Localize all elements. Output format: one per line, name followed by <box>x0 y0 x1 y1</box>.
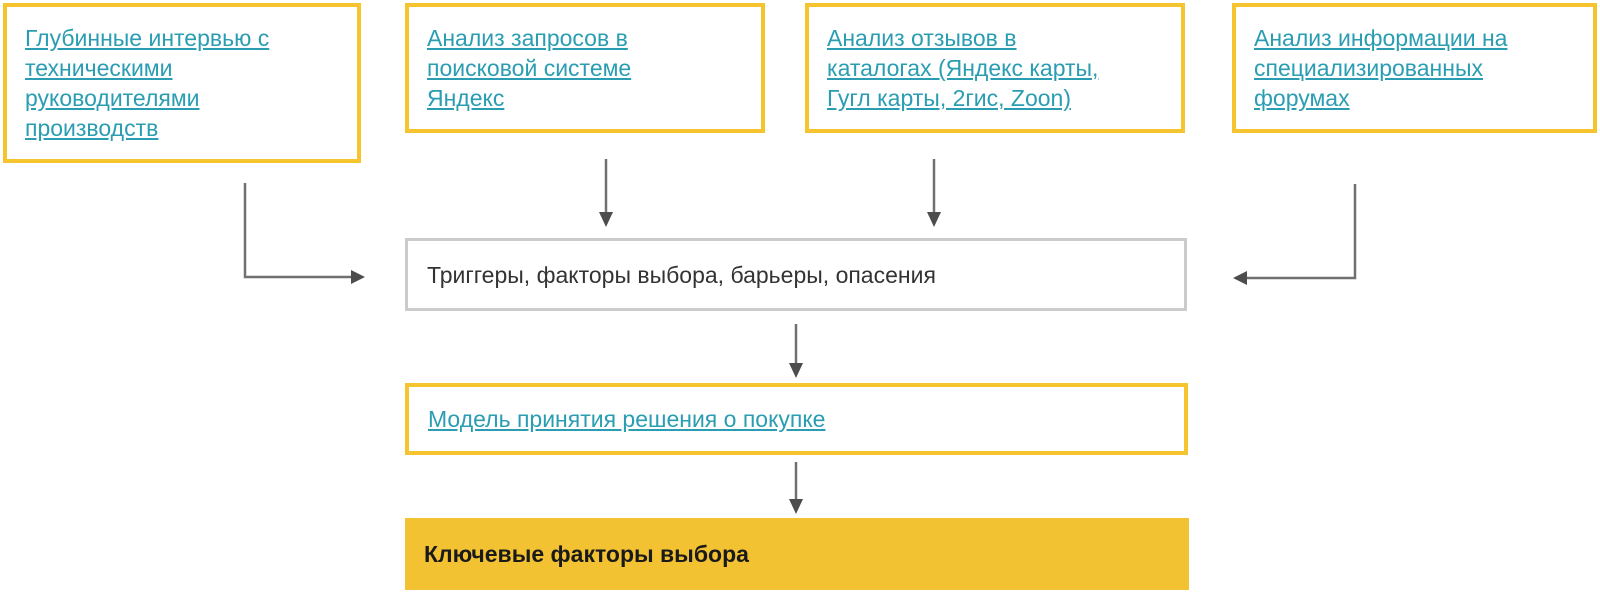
triggers-box: Триггеры, факторы выбора, барьеры, опасе… <box>405 238 1187 311</box>
source-box-catalog-reviews: Анализ отзывов в каталогах (Яндекс карты… <box>805 3 1185 133</box>
triggers-box-label: Триггеры, факторы выбора, барьеры, опасе… <box>427 261 936 288</box>
result-box-label: Ключевые факторы выбора <box>424 540 749 567</box>
model-link[interactable]: Модель принятия решения о покупке <box>428 406 826 432</box>
arrow-catalog-reviews-to-triggers <box>927 159 941 227</box>
arrow-model-to-result <box>789 462 803 514</box>
search-queries-link[interactable]: Анализ запросов в поисковой системе Янде… <box>427 25 632 111</box>
arrow-interviews-to-triggers <box>243 183 365 284</box>
result-box: Ключевые факторы выбора <box>405 518 1189 590</box>
arrow-triggers-to-model <box>789 324 803 378</box>
interviews-link[interactable]: Глубинные интервью с техническими руково… <box>25 25 270 141</box>
source-box-interviews: Глубинные интервью с техническими руково… <box>3 3 361 163</box>
arrow-search-queries-to-triggers <box>599 159 613 227</box>
source-box-forums: Анализ информации на специализированных … <box>1232 3 1597 133</box>
catalog-reviews-link[interactable]: Анализ отзывов в каталогах (Яндекс карты… <box>827 25 1099 111</box>
model-box: Модель принятия решения о покупке <box>405 383 1188 455</box>
arrow-forums-to-triggers <box>1233 184 1357 285</box>
source-box-search-queries: Анализ запросов в поисковой системе Янде… <box>405 3 765 133</box>
forums-link[interactable]: Анализ информации на специализированных … <box>1254 25 1508 111</box>
